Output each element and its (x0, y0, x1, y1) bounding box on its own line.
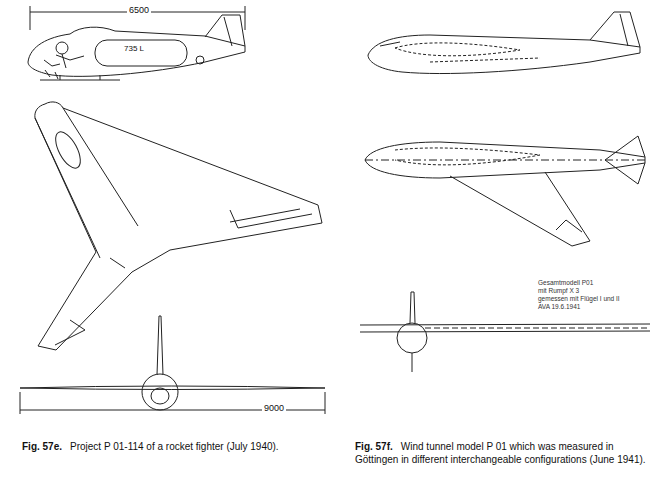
intake-duct (395, 43, 520, 56)
nose-detail (45, 70, 58, 79)
figure-caption: Fig. 57f.Wind tunnel model P 01 which wa… (355, 440, 655, 466)
fuselage-outline (28, 27, 245, 76)
dimension-label: 6500 (127, 5, 151, 15)
aileron-line (55, 320, 85, 345)
nozzle-section (151, 388, 169, 404)
pilot-seat-detail (44, 54, 84, 68)
canopy-line (380, 42, 400, 46)
front-view-p01-114 (20, 316, 325, 414)
fin-front (157, 316, 163, 375)
model-strut (412, 353, 413, 372)
side-view-p01-model (368, 12, 640, 74)
duct-line (430, 58, 540, 62)
caption-text: Wind tunnel model P 01 which was measure… (355, 441, 646, 465)
dimension-tick (245, 6, 246, 30)
landing-skid (40, 75, 120, 80)
intake-duct (395, 148, 540, 165)
planform-outline (35, 102, 322, 350)
rudder-line (224, 17, 232, 46)
model-note: Gesamtmodell P01 (538, 279, 593, 287)
fuel-tank (95, 40, 187, 66)
figure-number: Fig. 57e. (22, 441, 62, 452)
model-fuselage-section (397, 323, 427, 353)
wing-line (360, 324, 650, 325)
wing-front-outline (20, 386, 325, 390)
figure-number: Fig. 57f. (355, 441, 393, 452)
model-fuselage (368, 35, 640, 74)
tank-volume-label: 735 L (122, 44, 146, 53)
aileron-line (230, 210, 312, 228)
dimension-tick (20, 392, 21, 414)
dimension-tick (325, 392, 326, 414)
side-view-p01-114 (28, 6, 245, 80)
wing-line (360, 331, 650, 332)
plan-view-p01-114 (35, 102, 322, 350)
figure-caption: Fig. 57e. Project P 01-114 of a rocket fi… (22, 440, 347, 453)
model-note: AVA 19.6.1941 (538, 303, 580, 311)
caption-text: Project P 01-114 of a rocket fighter (Ju… (70, 441, 279, 452)
fuselage-section (142, 374, 178, 410)
fin-outline (205, 15, 245, 46)
aileron-line (556, 220, 582, 232)
engine-detail (196, 56, 204, 64)
dimension-tick (30, 6, 31, 30)
model-fin-front (410, 292, 415, 323)
wing-line (425, 328, 650, 329)
fuselage-line (35, 108, 138, 258)
model-note: mit Rumpf X 3 (538, 287, 579, 295)
front-view-p01-model (360, 292, 650, 372)
model-fin (590, 12, 640, 47)
plan-view-p01-model (365, 136, 645, 246)
dimension-label: 9000 (262, 403, 286, 413)
rudder-line (620, 14, 628, 46)
flap-line (230, 209, 300, 222)
pilot-head (56, 42, 68, 54)
wing-root-line (110, 258, 125, 268)
model-note: gemessen mit Flügel I und II (538, 295, 620, 303)
model-fuselage-plan (365, 142, 645, 178)
model-wing (450, 172, 590, 246)
center-line (365, 160, 645, 161)
